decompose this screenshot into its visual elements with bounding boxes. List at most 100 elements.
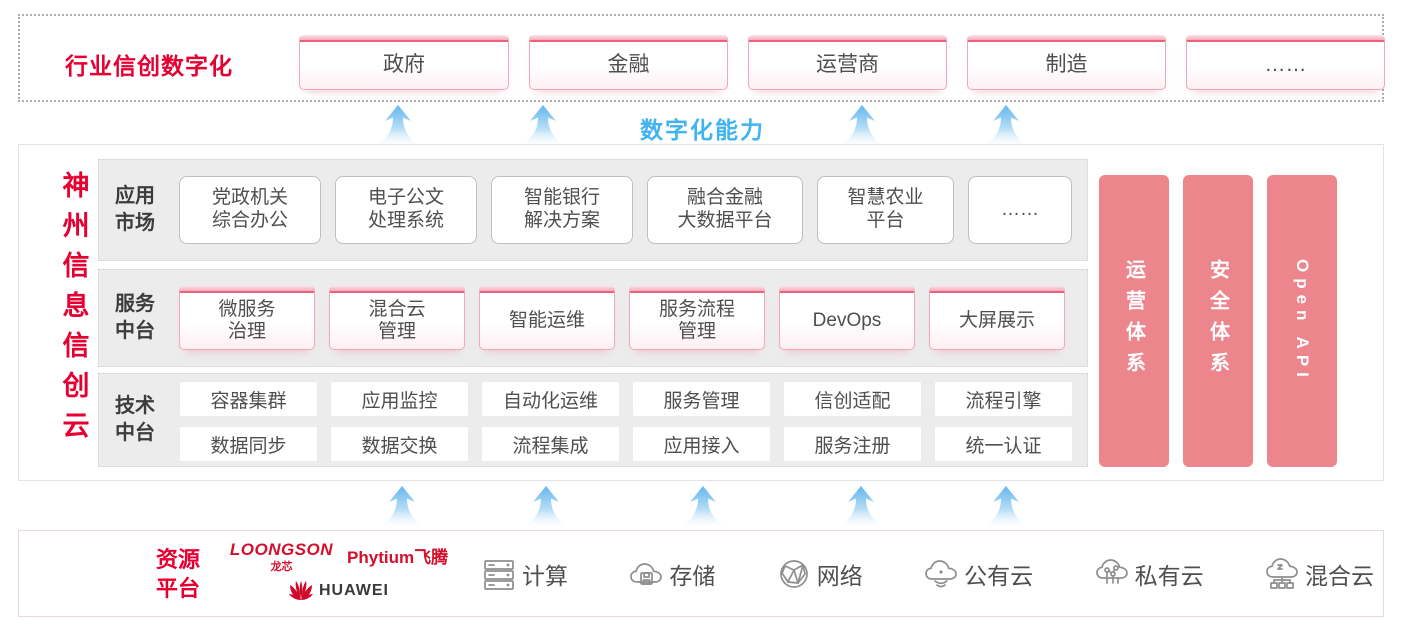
tech-box: 应用监控 bbox=[330, 381, 469, 417]
tab-cap bbox=[630, 286, 764, 293]
industry-tab-label: …… bbox=[1264, 53, 1307, 77]
app-box: 融合金融 大数据平台 bbox=[647, 176, 803, 244]
app-box: 电子公文 处理系统 bbox=[335, 176, 477, 244]
resource-item-label: 计算 bbox=[522, 562, 568, 589]
tech-box: 服务管理 bbox=[632, 381, 771, 417]
industry-tab-finance: 金融 bbox=[529, 35, 728, 90]
tech-platform-items: 容器集群 应用监控 自动化运维 服务管理 信创适配 流程引擎 数据同步 数据交换… bbox=[179, 381, 1077, 462]
operation-system-bar: 运营体系 bbox=[1099, 175, 1169, 467]
tab-cap bbox=[480, 286, 614, 293]
tab-cap bbox=[180, 286, 314, 293]
resource-item-private-cloud: 私有云 bbox=[1094, 556, 1204, 592]
capability-label: 数字化能力 bbox=[640, 117, 765, 143]
service-platform-label: 服务 中台 bbox=[115, 293, 155, 342]
service-platform-items: 微服务 治理 混合云 管理 智能运维 服务流程 管理 DevOps 大屏展示 bbox=[179, 270, 1077, 366]
tab-cap bbox=[300, 35, 508, 42]
hybrid-cloud-icon bbox=[1266, 557, 1298, 589]
resource-item-compute: 计算 bbox=[481, 556, 568, 592]
tech-box: 数据交换 bbox=[330, 426, 469, 462]
resource-item-public-cloud: 公有云 bbox=[923, 556, 1033, 592]
tab-cap bbox=[749, 35, 946, 42]
up-arrow-icon bbox=[839, 105, 885, 147]
up-arrow-icon bbox=[520, 105, 566, 147]
open-api-bar: Open API bbox=[1267, 175, 1337, 467]
tab-cap bbox=[530, 35, 727, 42]
public-cloud-icon bbox=[925, 559, 958, 587]
industry-tab-label: 制造 bbox=[1045, 53, 1088, 77]
loongson-wordmark: LOONGSON bbox=[229, 540, 334, 559]
storage-icon bbox=[630, 562, 663, 585]
phytium-logo: Phytium飞腾 bbox=[347, 548, 449, 567]
private-cloud-icon bbox=[1095, 558, 1128, 584]
tech-row-top: 容器集群 应用监控 自动化运维 服务管理 信创适配 流程引擎 bbox=[179, 381, 1077, 417]
service-box: 服务流程 管理 bbox=[629, 286, 765, 350]
compute-icon bbox=[484, 559, 514, 590]
industry-tab-more: …… bbox=[1186, 35, 1385, 90]
service-box-label: 服务流程 管理 bbox=[658, 299, 735, 342]
network-icon bbox=[779, 559, 808, 588]
resource-item-network: 网络 bbox=[776, 556, 863, 592]
resource-item-label: 公有云 bbox=[964, 562, 1034, 589]
up-arrow-icon bbox=[375, 105, 421, 147]
service-box: DevOps bbox=[779, 286, 915, 350]
service-box-label: 微服务 治理 bbox=[218, 299, 276, 342]
up-arrow-icon bbox=[523, 486, 569, 528]
tab-cap bbox=[968, 35, 1165, 42]
tech-box: 容器集群 bbox=[179, 381, 318, 417]
industry-section-title: 行业信创数字化 bbox=[65, 53, 233, 79]
tech-box: 应用接入 bbox=[632, 426, 771, 462]
service-box: 微服务 治理 bbox=[179, 286, 315, 350]
resource-platform-section: 资源 平台 LOONGSON 龙芯 Phytium飞腾 bbox=[18, 530, 1384, 617]
app-box: 智能银行 解决方案 bbox=[491, 176, 633, 244]
up-arrow-icon bbox=[680, 486, 726, 528]
industry-tab-manufacturing: 制造 bbox=[967, 35, 1166, 90]
up-arrow-icon bbox=[379, 486, 425, 528]
tech-box: 自动化运维 bbox=[481, 381, 620, 417]
service-box-label: 混合云 管理 bbox=[368, 299, 426, 342]
service-box-label: DevOps bbox=[812, 310, 882, 332]
tab-cap bbox=[780, 286, 914, 293]
huawei-logo: HUAWEI bbox=[219, 580, 459, 602]
industry-tab-government: 政府 bbox=[299, 35, 509, 90]
resource-item-hybrid-cloud: 混合云 bbox=[1264, 556, 1374, 592]
tech-box: 服务注册 bbox=[783, 426, 922, 462]
service-box-label: 智能运维 bbox=[508, 310, 585, 332]
huawei-wordmark: HUAWEI bbox=[319, 582, 389, 599]
industry-tab-label: 金融 bbox=[607, 53, 650, 77]
service-box: 大屏展示 bbox=[929, 286, 1065, 350]
industry-section: 行业信创数字化 政府 金融 运营商 制造 …… bbox=[18, 14, 1385, 102]
tab-cap bbox=[330, 286, 464, 293]
resource-item-storage: 存储 bbox=[628, 556, 715, 592]
cloud-platform-title: 神州信息信创云 bbox=[58, 171, 89, 451]
tech-platform-row: 技术 中台 容器集群 应用监控 自动化运维 服务管理 信创适配 流程引擎 数据同… bbox=[98, 373, 1088, 467]
cloud-platform-section: 神州信息信创云 应用 市场 党政机关 综合办公 电子公文 处理系统 智能银行 解… bbox=[18, 144, 1384, 481]
app-market-label: 应用 市场 bbox=[115, 185, 155, 234]
resource-item-label: 混合云 bbox=[1304, 562, 1374, 589]
tech-box: 信创适配 bbox=[783, 381, 922, 417]
tech-row-bottom: 数据同步 数据交换 流程集成 应用接入 服务注册 统一认证 bbox=[179, 426, 1077, 462]
vendor-row: LOONGSON 龙芯 Phytium飞腾 bbox=[219, 540, 459, 574]
industry-tabs: 政府 金融 运营商 制造 …… bbox=[299, 35, 1385, 90]
vendor-logos: LOONGSON 龙芯 Phytium飞腾 bbox=[219, 540, 459, 602]
resource-items: 计算 存储 网络 bbox=[481, 531, 1374, 616]
tech-platform-label: 技术 中台 bbox=[115, 395, 155, 444]
resource-platform-label: 资源 平台 bbox=[156, 547, 201, 601]
app-market-row: 应用 市场 党政机关 综合办公 电子公文 处理系统 智能银行 解决方案 融合金融… bbox=[98, 159, 1088, 261]
up-arrow-icon bbox=[983, 486, 1029, 528]
tech-box: 流程引擎 bbox=[934, 381, 1073, 417]
app-box: 智慧农业 平台 bbox=[817, 176, 954, 244]
app-market-items: 党政机关 综合办公 电子公文 处理系统 智能银行 解决方案 融合金融 大数据平台… bbox=[179, 160, 1077, 260]
up-arrow-icon bbox=[983, 105, 1029, 147]
app-box-more: …… bbox=[968, 176, 1072, 244]
resource-item-label: 网络 bbox=[816, 562, 863, 589]
service-platform-row: 服务 中台 微服务 治理 混合云 管理 智能运维 服务流程 管理 DevOps … bbox=[98, 269, 1088, 367]
industry-tab-label: 政府 bbox=[383, 53, 425, 77]
tech-box: 统一认证 bbox=[934, 426, 1073, 462]
security-system-bar: 安全体系 bbox=[1183, 175, 1253, 467]
service-box-label: 大屏展示 bbox=[958, 310, 1035, 332]
service-box: 混合云 管理 bbox=[329, 286, 465, 350]
huawei-flower-icon bbox=[289, 581, 313, 600]
resource-item-label: 存储 bbox=[669, 562, 716, 589]
tech-box: 流程集成 bbox=[481, 426, 620, 462]
